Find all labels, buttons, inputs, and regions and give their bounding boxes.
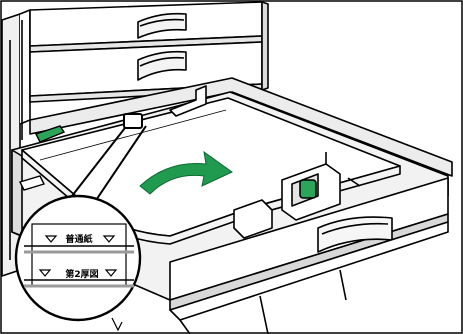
- lower-mark-label: 第2厚図: [65, 268, 98, 280]
- magnified-callout: 普通紙 第2厚図: [16, 196, 140, 320]
- side-guide-lever-icon: [300, 180, 316, 198]
- upper-mark-label: 普通紙: [65, 233, 92, 245]
